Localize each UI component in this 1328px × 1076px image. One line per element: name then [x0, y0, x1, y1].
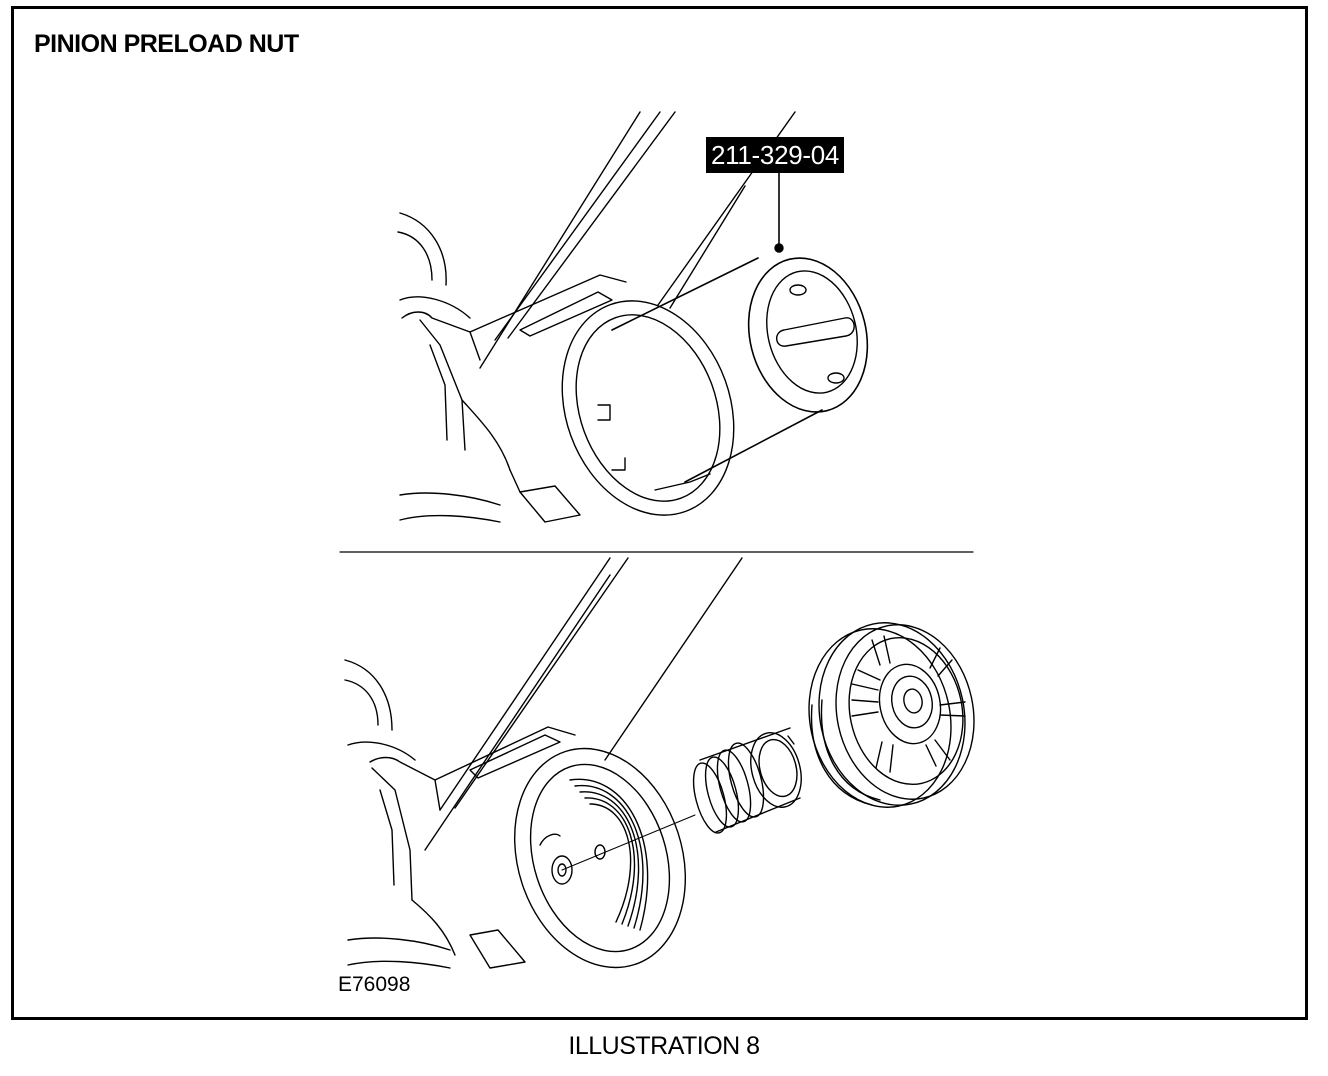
collapsible-spacer	[687, 727, 809, 836]
pinion-bore-bottom	[487, 726, 712, 990]
axle-housing-bottom	[345, 558, 742, 968]
illustration-frame	[11, 6, 1308, 1020]
illustration-title: PINION PRELOAD NUT	[34, 30, 299, 58]
assembly-centerline	[562, 815, 695, 870]
illustration-caption: ILLUSTRATION 8	[568, 1032, 760, 1060]
leader-dot	[775, 244, 783, 252]
bottom-view-exploded	[345, 558, 990, 990]
top-view-tool-installed	[398, 112, 883, 539]
pinion-bore-top	[533, 277, 762, 540]
pinion-nut-flange	[793, 609, 990, 821]
axle-housing-top	[398, 112, 675, 522]
tool-number-label: 211-329-04	[706, 137, 845, 173]
special-tool-cylinder	[612, 245, 883, 482]
figure-id: E76098	[338, 973, 411, 996]
